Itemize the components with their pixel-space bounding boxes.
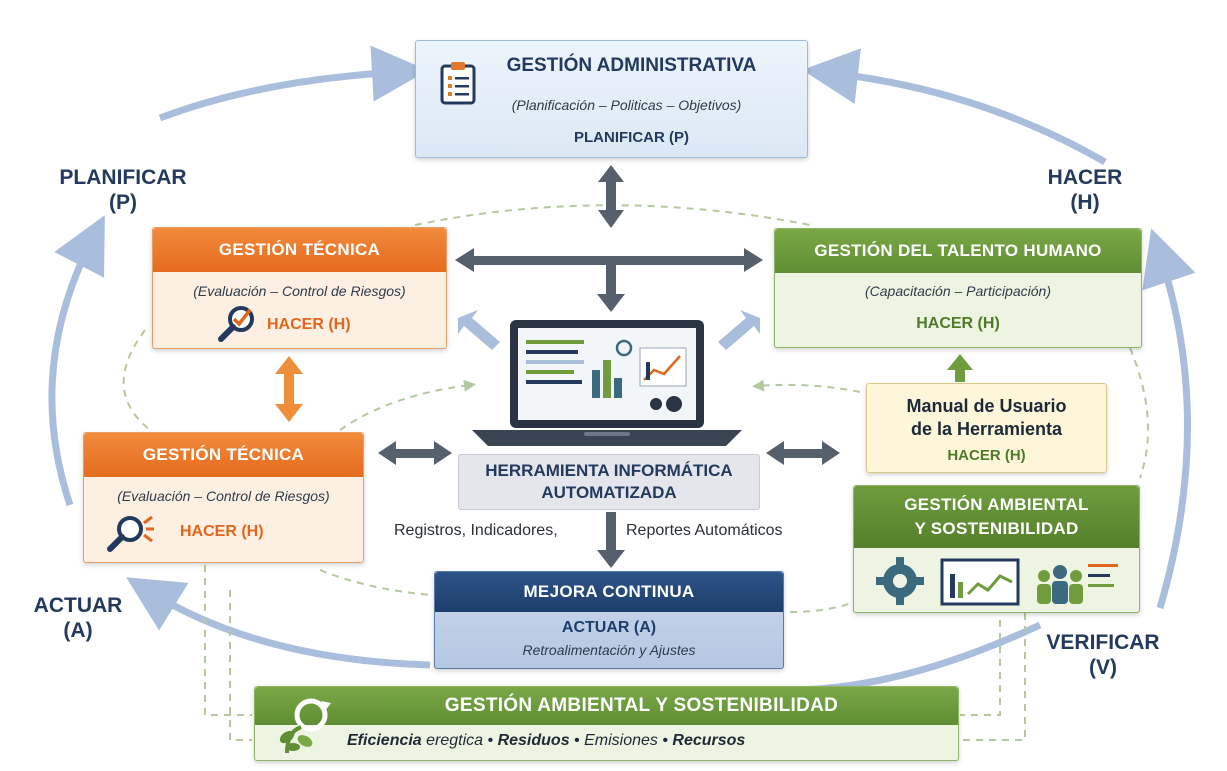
connector-manual-talento [947, 354, 973, 382]
cycle-arrow-left [48, 215, 105, 507]
cycle-arrow-hacer [802, 48, 1107, 166]
ambiental-right-line-2: Y SOSTENIBILIDAD [914, 519, 1079, 538]
admin-tag: PLANIFICAR (P) [574, 129, 689, 146]
dashed-connector-low-left [204, 565, 252, 716]
manual-usuario-box: Manual de Usuario de la Herramienta HACE… [866, 383, 1107, 473]
item-emisiones: Emisiones [584, 732, 658, 749]
mejora-continua-box: MEJORA CONTINUA ACTUAR (A) Retroalimenta… [434, 571, 784, 669]
laptop-dashboard-icon [472, 320, 742, 446]
gear-icon [876, 557, 924, 605]
ambiental-right-line-1: GESTIÓN AMBIENTAL [904, 495, 1089, 514]
talento-subtitle: (Capacitación – Participación) [865, 283, 1051, 299]
gestion-tecnica-box-1: GESTIÓN TÉCNICA (Evaluación – Control de… [152, 227, 447, 349]
tool-outputs-left: Registros, Indicadores, [394, 522, 558, 539]
manual-line-2: de la Herramienta [910, 419, 1063, 439]
connector-down-laptop [597, 265, 625, 312]
gestion-ambiental-box-bottom: GESTIÓN AMBIENTAL Y SOSTENIBILIDAD Efici… [254, 686, 959, 761]
connector-tool-manual [766, 441, 840, 465]
gestion-tecnica-box-2: GESTIÓN TÉCNICA (Evaluación – Control de… [83, 432, 364, 563]
tecnica-1-title: GESTIÓN TÉCNICA [153, 228, 446, 272]
mejora-tag: ACTUAR (A) [561, 619, 657, 636]
manual-line-1: Manual de Usuario [906, 396, 1067, 416]
cycle-label-actuar: ACTUAR(A) [33, 594, 123, 642]
gestion-administrativa-box: GESTIÓN ADMINISTRATIVA (Planificación – … [415, 40, 808, 158]
dashed-connector-right [1129, 347, 1149, 479]
connector-diag-right [718, 310, 760, 350]
cycle-arrow-right [1142, 228, 1196, 609]
tecnica-1-tag: HACER (H) [267, 316, 351, 333]
cycle-label-planificar: PLANIFICAR(P) [59, 166, 187, 214]
item-eficiencia: Eficiencia [347, 732, 422, 749]
cycle-label-verificar: VERIFICAR(V) [1046, 631, 1160, 679]
clipboard-icon [440, 62, 476, 105]
connector-tool-mejora [597, 512, 625, 568]
cycle-label-hacer: HACER(H) [1047, 166, 1123, 214]
connector-tec-tec [275, 356, 303, 422]
ambiental-icons [876, 557, 1118, 606]
connector-admin-center [598, 165, 624, 228]
item-separator: • [569, 732, 585, 749]
dashed-connector-right-mid [752, 379, 861, 393]
tool-line-1: HERRAMIENTA INFORMÁTICA [485, 461, 733, 480]
ambiental-right-header: GESTIÓN AMBIENTAL Y SOSTENIBILIDAD [854, 486, 1139, 548]
item-recursos: Recursos [672, 732, 746, 749]
item-separator: • [483, 732, 498, 749]
dashed-connector-left-mid [339, 379, 476, 431]
dashed-connector-bottom-right [789, 599, 861, 613]
dashed-connector-low-right-2 [960, 600, 1026, 741]
gestion-ambiental-box-right: GESTIÓN AMBIENTAL Y SOSTENIBILIDAD [853, 485, 1140, 613]
magnifier-check-icon [218, 306, 254, 342]
tool-outputs-right: Reportes Automáticos [626, 522, 783, 539]
team-icon [1037, 564, 1118, 604]
admin-subtitle: (Planificación – Politicas – Objetivos) [511, 97, 742, 113]
cycle-arrow-bottom-right [789, 621, 1042, 694]
recycle-plant-icon [279, 698, 331, 754]
herramienta-informatica-box: HERRAMIENTA INFORMÁTICA AUTOMATIZADA [458, 454, 760, 510]
talento-title: GESTIÓN DEL TALENTO HUMANO [775, 229, 1141, 273]
ambiental-bottom-items: Eficiencia eregtica • Residuos • Emision… [347, 732, 745, 750]
tecnica-1-subtitle: (Evaluación – Control de Riesgos) [193, 283, 406, 299]
item-separator: • [657, 732, 673, 749]
talento-tag: HACER (H) [916, 315, 1000, 332]
dashed-connector-left [122, 329, 151, 431]
dashed-connector-bottom-left [319, 569, 433, 596]
tecnica-2-subtitle: (Evaluación – Control de Riesgos) [117, 488, 330, 504]
cycle-arrow-planificar [158, 45, 428, 122]
item-eficiencia-rest: eregtica [421, 732, 484, 749]
magnifier-alert-icon [107, 515, 154, 552]
tecnica-2-title: GESTIÓN TÉCNICA [84, 433, 363, 477]
mejora-subtitle: Retroalimentación y Ajustes [522, 642, 696, 658]
connector-tec2-tool [378, 441, 452, 465]
connector-horizontal-top [455, 248, 763, 272]
connector-diag-left [458, 310, 500, 350]
tool-line-2: AUTOMATIZADA [541, 483, 677, 502]
admin-title: GESTIÓN ADMINISTRATIVA [506, 55, 757, 76]
dashed-connector-low-left-2 [229, 590, 252, 741]
ambiental-bottom-title: GESTIÓN AMBIENTAL Y SOSTENIBILIDAD [255, 687, 958, 725]
gestion-talento-humano-box: GESTIÓN DEL TALENTO HUMANO (Capacitación… [774, 228, 1142, 348]
mejora-title: MEJORA CONTINUA [435, 572, 783, 612]
chart-board-icon [940, 558, 1020, 606]
item-residuos: Residuos [497, 732, 570, 749]
cycle-arrow-actuar [126, 577, 431, 669]
tecnica-2-tag: HACER (H) [180, 523, 264, 540]
manual-tag: HACER (H) [947, 447, 1026, 464]
dashed-connector-low-right [960, 620, 1001, 716]
